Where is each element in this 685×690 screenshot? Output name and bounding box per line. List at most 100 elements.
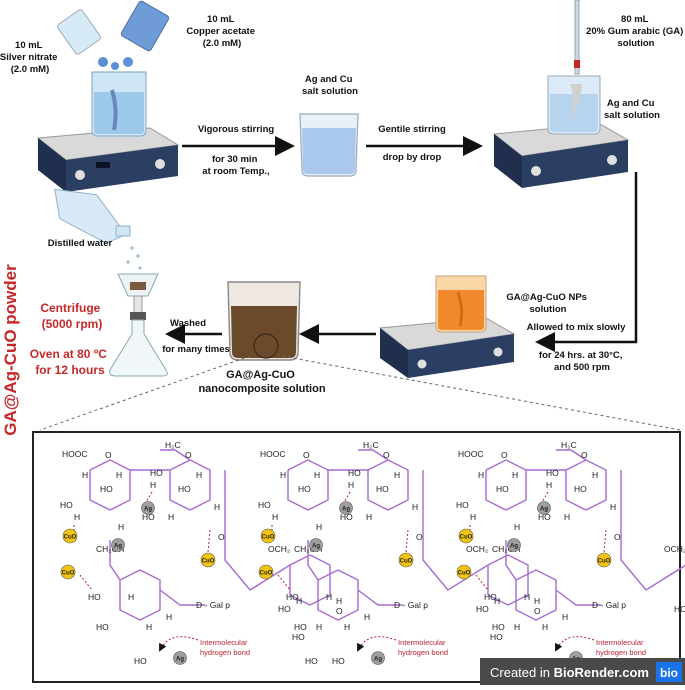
hydrogen-label: H [168,512,174,522]
ag-particle [141,501,155,515]
beaker-brown [227,281,301,361]
link-oxygen: O [614,532,621,542]
hydrogen-label: H [524,592,530,602]
hydroxyl-label: HO [538,512,551,522]
hydroxyl-label: HO [484,592,497,602]
stirrer-right [492,123,630,188]
hydroxyl-label: HO [674,604,685,614]
gal-label: D - Gal p [592,600,626,610]
hydrogen-label: H [314,470,320,480]
hydroxyl-label: HO [150,468,163,478]
beaker-right [547,0,601,135]
hydroxyl-label: HO [340,512,353,522]
hydrogen-label: H [116,470,122,480]
gal-label: D - Gal p [394,600,428,610]
hydrogen-label: H [546,480,552,490]
hydroxyl-label: HO [294,622,307,632]
ag-particle [537,501,551,515]
beaker-orange [435,275,487,333]
hydrogen-label: H [514,522,520,532]
hydroxyl-label: HO [492,622,505,632]
och2-label: OCH₂ [466,544,488,554]
hydrogen-label: H [214,502,220,512]
hydrogen-label: H [514,622,520,632]
hydroxyl-label: HO [546,468,559,478]
hydroxyl-label: HO [332,656,345,666]
hydroxyl-label: HO [456,500,469,510]
manytimes-label: for many times [162,344,230,355]
hydrogen-label: H [394,470,400,480]
copper-acetate-label: 10 mL Copper acetate (2.0 mM) [186,14,257,49]
hydrogen-label: H [494,596,500,606]
h2c-label: H₂C [165,440,181,450]
ag-particle-label: Ag [312,544,320,550]
zoom-line-right [281,355,681,431]
cuo-particle-label: CuO [62,571,75,577]
cuo-particle [258,564,274,580]
ring-oxygen: O [303,450,310,460]
cuo-particle [458,528,474,544]
vertical-powder-label: GA@Ag-CuO powder [1,264,20,436]
allowed-label: Allowed to mix slowly [527,322,626,333]
cuo-particle [60,564,76,580]
hydroxyl-label: HO [134,656,147,666]
ag-particle [507,538,521,552]
svg-text:bio: bio [660,666,678,680]
pouring-cups [57,0,170,70]
link-oxygen: O [218,532,225,542]
ag-particle [339,501,353,515]
och2-label: OCH₂ [268,544,290,554]
ag-particle [111,538,125,552]
hydrogen-label: H [512,470,518,480]
oven-label: Oven at 80 ºC for 12 hours [30,347,110,377]
hydrogen-label: H [564,512,570,522]
hydrogen-label: H [470,512,476,522]
cuo-particle-label: CuO [460,535,473,541]
cuo-particle-label: CuO [598,559,611,565]
hydroxyl-label: HO [258,500,271,510]
hydrogen-label: H [196,470,202,480]
hydroxyl-label: HO [100,484,113,494]
hydrogen-label: H [542,622,548,632]
hydrogen-label: H [128,592,134,602]
hydroxyl-label: HO [574,484,587,494]
hydrogen-label: H [166,612,172,622]
salt-solution-top-label: Ag and Cu salt solution [302,74,358,97]
cuo-particle [596,552,612,568]
h2c-label: H₂C [561,440,577,450]
hydroxyl-label: HO [305,656,318,666]
filter-flask [109,273,168,377]
for24-label: for 24 hrs. at 30°C, and 500 rpm [539,350,625,373]
hydrogen-label: H [478,470,484,480]
hydrogen-label: H [336,596,342,606]
cuo-particle-label: CuO [400,559,413,565]
cuo-particle-label: CuO [260,571,273,577]
for30-label: for 30 min at room Temp., [202,154,269,177]
hydrogen-label: H [82,470,88,480]
salt-solution-right-label: Ag and Cu salt solution [604,98,660,121]
arrow-right-down [535,172,638,352]
cuo-particle [260,528,276,544]
silver-nitrate-label: 10 mL Silver nitrate (2.0 mM) [0,40,60,75]
zoom-line-left [39,355,251,431]
cuo-particle [200,552,216,568]
hydrogen-label: H [412,502,418,512]
hydrogen-label: H [344,622,350,632]
ch2oh-label: CH₂OH [294,544,322,554]
washed-label: Washed [170,318,206,329]
hydroxyl-label: HO [490,632,503,642]
hydroxyl-label: HO [142,512,155,522]
hydrogen-label: H [316,522,322,532]
svg-text:Created in BioRender.com: Created in BioRender.com [490,665,649,680]
ag-particle [309,538,323,552]
hydroxyl-label: HO [476,604,489,614]
ag-particle-label: Ag [114,544,122,550]
link-oxygen: O [416,532,423,542]
h2c-label: H₂C [363,440,379,450]
hydrogen-label: H [74,512,80,522]
ag-particle-label: Ag [540,507,548,513]
